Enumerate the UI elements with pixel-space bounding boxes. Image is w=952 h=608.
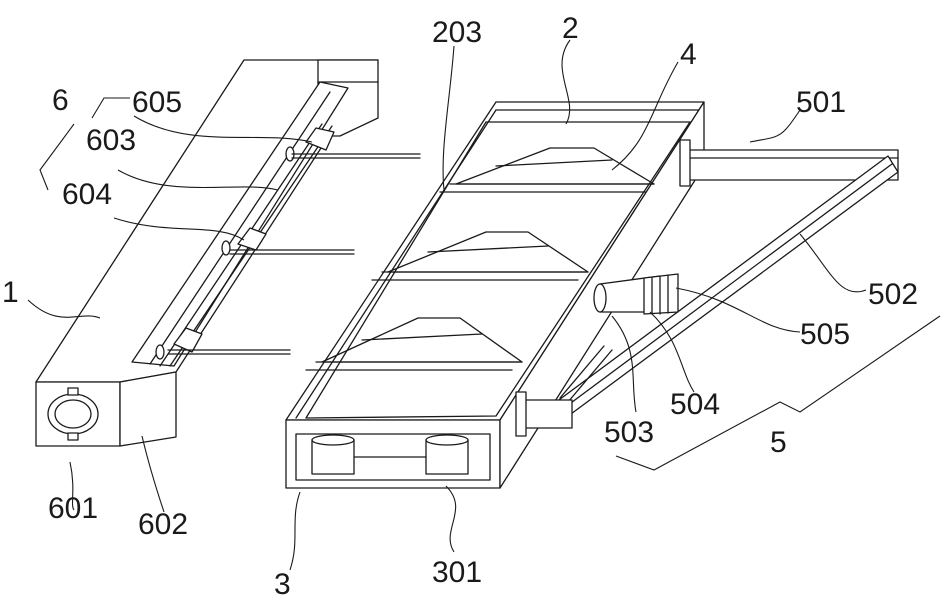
label-4: 4 [680,38,697,71]
label-6: 6 [52,84,69,117]
label-3: 3 [274,568,291,601]
label-1: 1 [2,276,19,309]
label-203: 203 [432,16,482,49]
label-502: 502 [868,278,918,311]
label-501: 501 [796,86,846,119]
label-603: 603 [86,124,136,157]
label-504: 504 [670,388,720,421]
label-301: 301 [432,556,482,589]
leader-3 [290,492,300,570]
leader-301 [446,486,456,552]
label-505: 505 [800,318,850,351]
leader-602 [142,436,164,512]
label-605: 605 [132,86,182,119]
leader-6a [92,98,130,118]
label-602: 602 [138,508,188,541]
label-601: 601 [48,492,98,525]
label-604: 604 [62,178,112,211]
leader-501 [750,110,800,142]
label-5: 5 [770,426,787,459]
label-503: 503 [604,416,654,449]
label-2: 2 [562,12,579,45]
leader-502 [800,234,866,292]
